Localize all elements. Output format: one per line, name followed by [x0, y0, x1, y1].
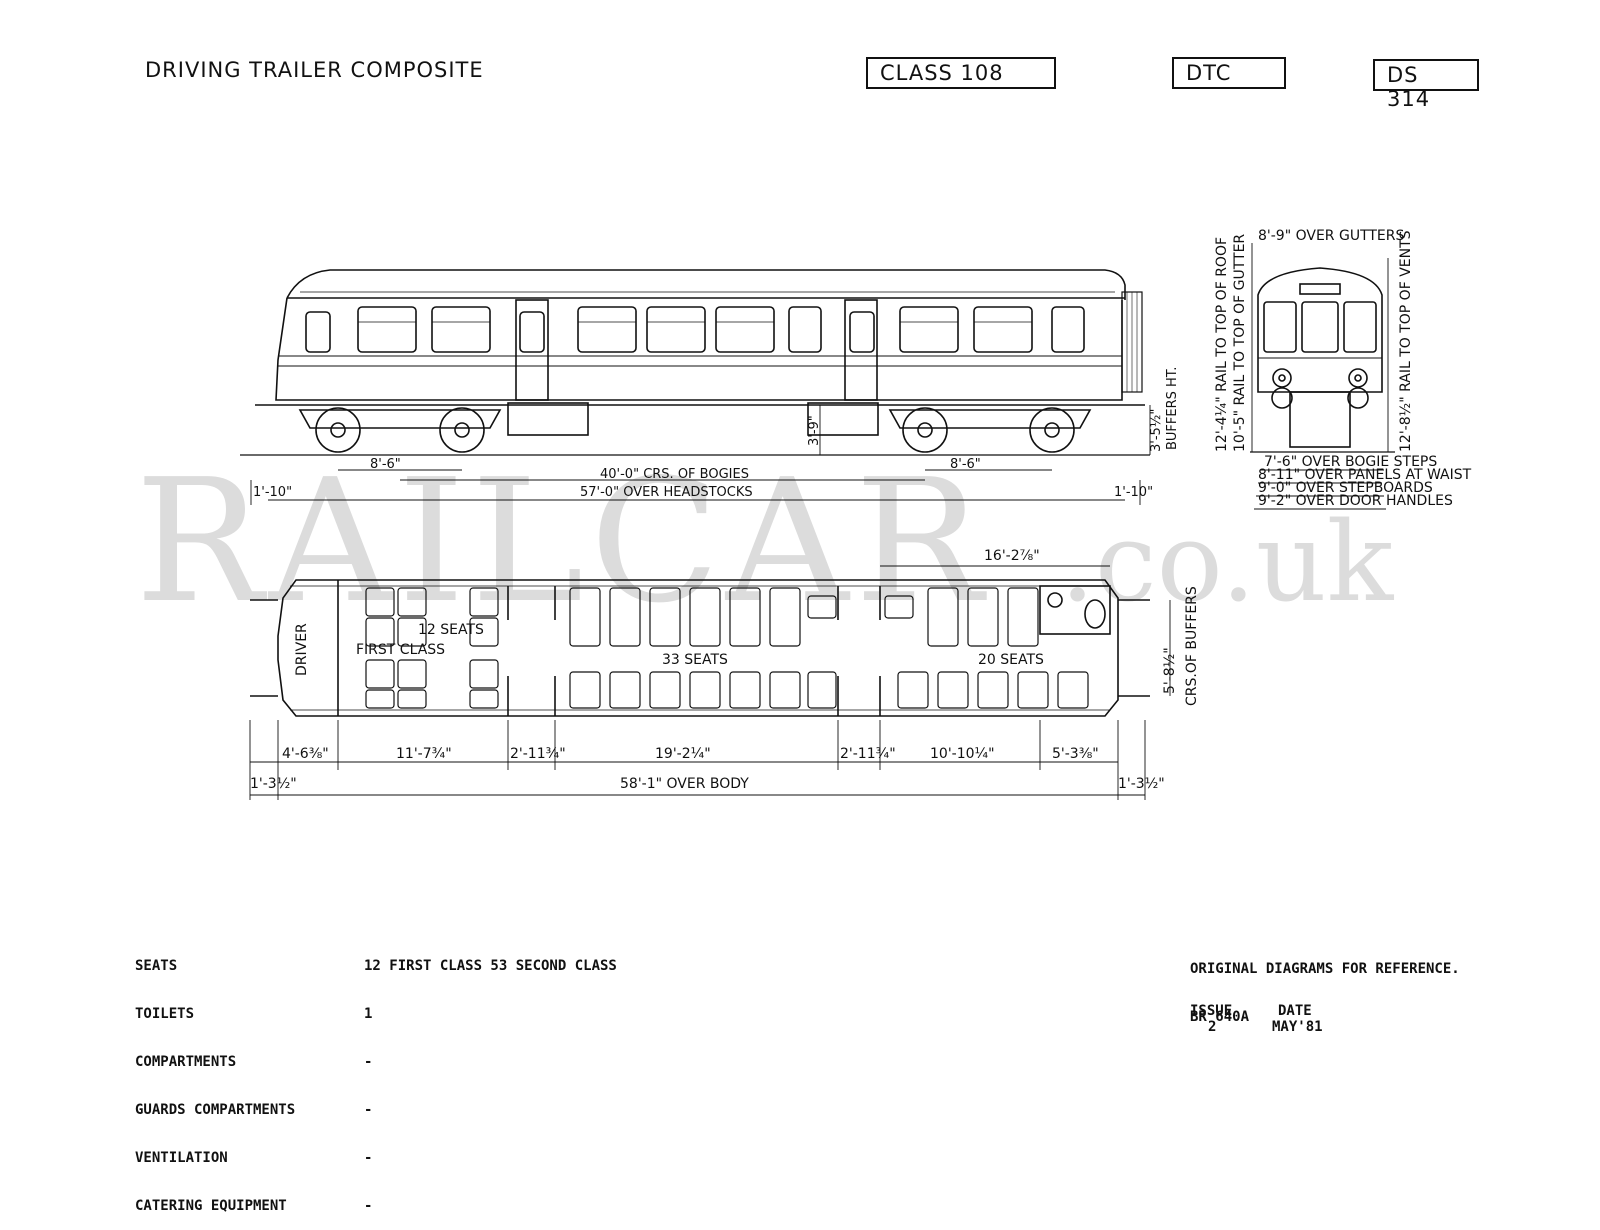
segment-vestibule-1: 2'-11¾": [510, 746, 566, 762]
plan-view: [249, 565, 1171, 800]
centres-of-bogies: 40'-0" CRS. OF BOGIES: [600, 467, 749, 482]
segment-end-left: 1'-3½": [250, 776, 297, 792]
summary-value-toilets: 1: [364, 1006, 373, 1022]
segment-driver: 4'-6⅜": [282, 746, 329, 762]
seats-33-label: 33 SEATS: [662, 652, 728, 668]
reference-block: ORIGINAL DIAGRAMS FOR REFERENCE. BR 640A: [1190, 929, 1460, 1041]
summary-label-compartments: COMPARTMENTS: [135, 1054, 237, 1070]
overhang-right: 1'-10": [1114, 485, 1153, 500]
stepboards-label: 9'-0" OVER STEPBOARDS: [1258, 480, 1433, 496]
end-elevation: [1250, 243, 1395, 510]
drawing-title: DRIVING TRAILER COMPOSITE: [145, 58, 484, 82]
over-headstocks: 57'-0" OVER HEADSTOCKS: [580, 485, 753, 500]
rail-to-vents-label: 12'-8½" RAIL TO TOP OF VENTS: [1398, 230, 1414, 452]
type-box: DTC: [1172, 57, 1286, 89]
summary-value-seats: 12 FIRST CLASS 53 SECOND CLASS: [364, 958, 617, 974]
summary-labels: SEATS TOILETS COMPARTMENTS GUARDS COMPAR…: [135, 926, 295, 1230]
watermark-suffix: .co.uk: [1060, 498, 1395, 626]
underframe-height: 3'-9": [807, 415, 822, 446]
summary-label-ventilation: VENTILATION: [135, 1150, 228, 1166]
plan-labels: DRIVER 12 SEATS FIRST CLASS 33 SEATS 20 …: [250, 548, 1200, 792]
technical-drawing: RAILCAR .co.uk: [135, 228, 1472, 800]
segment-toilet: 5'-3⅜": [1052, 746, 1099, 762]
reference-line-1: ORIGINAL DIAGRAMS FOR REFERENCE.: [1190, 961, 1460, 977]
door-handles-label: 9'-2" OVER DOOR HANDLES: [1258, 493, 1453, 509]
class-box: CLASS 108: [866, 57, 1056, 89]
end-elevation-labels: 8'-9" OVER GUTTERS 12'-4¼" RAIL TO TOP O…: [1214, 228, 1472, 509]
bogie-wheelbase-left: 8'-6": [370, 457, 401, 472]
bogie-left: [298, 407, 502, 453]
buffers-label: BUFFERS HT.: [1165, 367, 1180, 450]
overall-length-label: 58'-1" OVER BODY: [620, 776, 749, 792]
issue-value: 2: [1208, 1019, 1217, 1035]
issue-label: ISSUE: [1190, 1003, 1233, 1019]
date-value: MAY'81: [1272, 1019, 1323, 1035]
segment-first: 11'-7¾": [396, 746, 452, 762]
segment-vestibule-2: 2'-11¾": [840, 746, 896, 762]
rail-to-roof-label: 12'-4¼" RAIL TO TOP OF ROOF: [1214, 237, 1230, 452]
summary-label-catering: CATERING EQUIPMENT: [135, 1198, 287, 1214]
summary-value-ventilation: -: [364, 1150, 373, 1166]
bogie-wheelbase-right: 8'-6": [950, 457, 981, 472]
side-elevation: [240, 269, 1151, 505]
toilet-dim-label: 16'-2⅞": [984, 548, 1040, 564]
buffer-height: 3'-5½": [1149, 409, 1164, 452]
summary-label-guards: GUARDS COMPARTMENTS: [135, 1102, 296, 1118]
summary-label-seats: SEATS: [135, 958, 178, 974]
buffer-centres-dim: 5'-8½": [1162, 647, 1178, 694]
summary-label-toilets: TOILETS: [135, 1006, 195, 1022]
summary-value-compartments: -: [364, 1054, 373, 1070]
driver-label: DRIVER: [294, 623, 310, 676]
overhang-left: 1'-10": [253, 485, 292, 500]
panels-waist-label: 8'-11" OVER PANELS AT WAIST: [1258, 467, 1472, 483]
segment-second-33: 19'-2¼": [655, 746, 711, 762]
segment-second-20: 10'-10¼": [930, 746, 995, 762]
seats-20-label: 20 SEATS: [978, 652, 1044, 668]
bogie-right: [888, 407, 1092, 453]
rail-to-gutter-label: 10'-5" RAIL TO TOP OF GUTTER: [1232, 234, 1248, 452]
first-class-seats-label: 12 SEATS: [418, 622, 484, 638]
watermark: RAILCAR .co.uk: [135, 443, 1395, 641]
summary-value-catering: -: [364, 1198, 373, 1214]
bogie-steps-label: 7'-6" OVER BOGIE STEPS: [1264, 454, 1437, 470]
side-elevation-labels: 8'-6" 8'-6" 40'-0" CRS. OF BOGIES 57'-0"…: [253, 367, 1180, 500]
over-gutters-label: 8'-9" OVER GUTTERS: [1258, 228, 1405, 244]
sheet-number-box: DS 314: [1373, 59, 1479, 111]
summary-value-guards: -: [364, 1102, 373, 1118]
segment-end-right: 1'-3½": [1118, 776, 1165, 792]
reference-line-2: BR 640A: [1190, 1009, 1250, 1025]
buffer-centres-label: CRS.OF BUFFERS: [1184, 586, 1200, 706]
summary-values: 12 FIRST CLASS 53 SECOND CLASS 1 - - - -: [364, 926, 617, 1230]
first-class-label: FIRST CLASS: [356, 642, 445, 658]
watermark-main: RAILCAR: [135, 443, 989, 641]
date-label: DATE: [1278, 1003, 1312, 1019]
